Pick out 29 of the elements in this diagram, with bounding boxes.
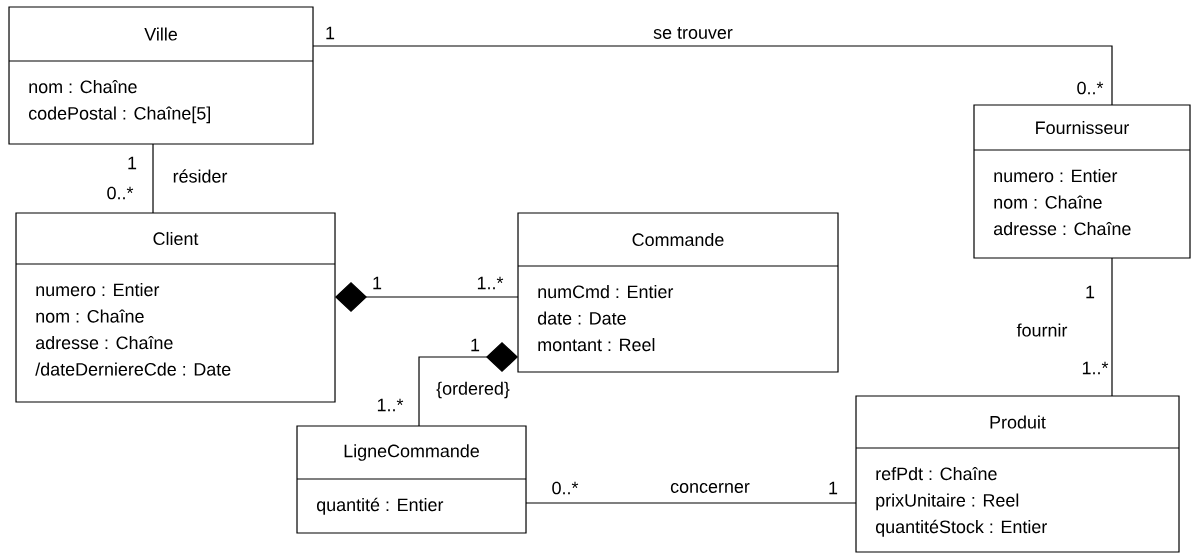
association-line bbox=[152, 143, 154, 214]
class-box: Fournisseur numero : Entier nom : Chaîne adresse : Chaîne bbox=[973, 104, 1191, 259]
class-box: LigneCommande quantité : Entier bbox=[296, 425, 527, 534]
association-line bbox=[418, 342, 518, 427]
association-line bbox=[1111, 257, 1113, 397]
multiplicity-label: 1 bbox=[128, 156, 137, 170]
multiplicity-label: 0..* bbox=[1077, 81, 1104, 95]
edge-label: se trouver bbox=[652, 26, 734, 40]
multiplicity-label: 1 bbox=[373, 276, 382, 290]
association-line bbox=[525, 502, 857, 504]
constraint-label: {ordered} bbox=[436, 381, 510, 399]
association-line bbox=[312, 45, 1113, 106]
class-box: Commande numCmd : Entier date : Date montant : Reel bbox=[517, 212, 839, 373]
multiplicity-label: 1 bbox=[326, 26, 335, 40]
association-line bbox=[335, 282, 519, 312]
edge-label: fournir bbox=[1015, 322, 1069, 338]
class-box: Client numero : Entier nom : Chaîne adresse : Chaîne /dateDerniereCde : Date bbox=[15, 212, 336, 403]
multiplicity-label: 0..* bbox=[552, 481, 579, 495]
multiplicity-label: 1..* bbox=[1082, 361, 1109, 375]
edge-label: résider bbox=[171, 168, 229, 184]
edge-label: concerner bbox=[669, 482, 751, 494]
multiplicity-label: 1..* bbox=[377, 398, 404, 412]
multiplicity-label: 1 bbox=[829, 481, 838, 495]
class-box: Ville nom : Chaîne codePostal : Chaîne[5] bbox=[8, 6, 314, 145]
multiplicity-label: 0..* bbox=[107, 186, 134, 200]
class-box: Produit refPdt : Chaîne prixUnitaire : Reel quantitéStock : Entier bbox=[855, 395, 1180, 553]
multiplicity-label: 1..* bbox=[477, 276, 504, 290]
multiplicity-label: 1 bbox=[1086, 285, 1095, 299]
multiplicity-label: 1 bbox=[471, 338, 480, 352]
